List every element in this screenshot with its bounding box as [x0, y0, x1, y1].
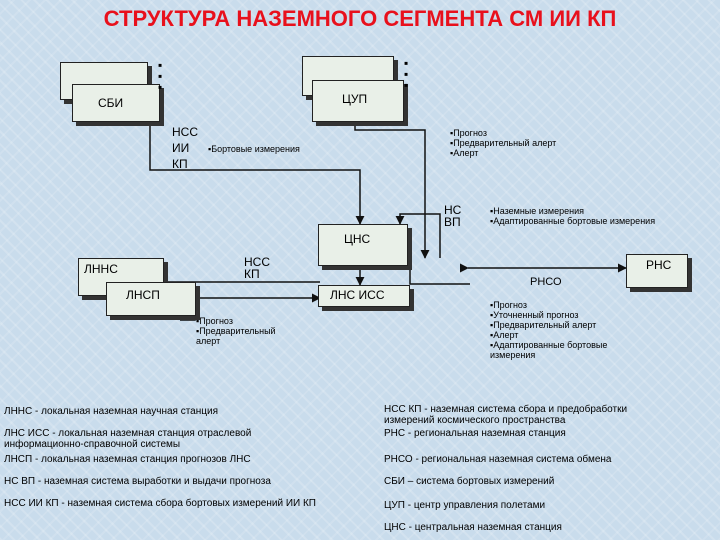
- note-lnsp-output: ▪Прогноз ▪Предварительный алерт: [196, 316, 276, 346]
- legend-item: СБИ – система бортовых измерений: [384, 476, 555, 487]
- box-sbi-front: [72, 84, 160, 122]
- line-nss-iikp-to-tsns: [205, 169, 365, 225]
- legend-item: НСС КП - наземная система сбора и предоб…: [384, 404, 628, 426]
- label-nss-ii-kp: НСС ИИ КП: [172, 125, 198, 171]
- legend-item: ЛНС ИСС - локальная наземная станция отр…: [4, 428, 252, 450]
- note-line: ▪Адаптированные бортовые измерения: [490, 216, 656, 226]
- ellipsis-dots-sbi: ▪▪▪: [158, 58, 163, 94]
- note-nsvp-input: ▪Наземные измерения ▪Адаптированные борт…: [490, 206, 655, 226]
- line-rns-down: [409, 265, 470, 285]
- line-nsvp-to-tsns: [395, 213, 441, 258]
- note-line: ▪Алерт: [450, 148, 479, 158]
- box-tsns: [318, 224, 408, 266]
- legend-item: РНСО - региональная наземная система обм…: [384, 454, 612, 465]
- note-line: измерения: [490, 350, 536, 360]
- label-lnns: ЛННС: [84, 262, 118, 276]
- legend-item: НС ВП - наземная система выработки и выд…: [4, 476, 271, 487]
- note-line: ▪Бортовые измерения: [208, 144, 300, 154]
- box-tsup-front: [312, 80, 404, 122]
- box-rns: [626, 254, 688, 288]
- label-tsns: ЦНС: [344, 232, 371, 246]
- note-line: ▪Алерт: [490, 330, 519, 340]
- ellipsis-dots-tsup: ▪▪▪: [404, 56, 409, 92]
- note-line: ▪Адаптированные бортовые: [490, 340, 608, 350]
- note-line: ▪Наземные измерения: [490, 206, 584, 216]
- note-line: ▪Предварительный алерт: [490, 320, 597, 330]
- label-rnso: РНСО: [530, 276, 562, 288]
- legend-item: ЦУП - центр управления полетами: [384, 500, 546, 511]
- label-lnsp: ЛНСП: [126, 288, 160, 302]
- label-sbi: СБИ: [98, 96, 124, 110]
- note-line: ▪Предварительный: [196, 326, 276, 336]
- line-sbi-down: [149, 110, 205, 171]
- note-rns-output: ▪Прогноз ▪Уточненный прогноз ▪Предварите…: [490, 300, 607, 360]
- label-ns-vp: НС ВП: [444, 203, 462, 229]
- note-line: алерт: [196, 336, 221, 346]
- box-lns-iss: [318, 285, 410, 307]
- note-board-measurements: ▪Бортовые измерения: [208, 144, 300, 154]
- line-tsup-to-nsvp: [354, 122, 430, 259]
- note-tsup-output: ▪Прогноз ▪Предварительный алерт ▪Алерт: [450, 128, 556, 158]
- note-line: ▪Уточненный прогноз: [490, 310, 579, 320]
- note-line: ▪Прогноз: [490, 300, 527, 310]
- label-lns-iss: ЛНС ИСС: [330, 288, 385, 302]
- note-line: ▪Прогноз: [196, 316, 233, 326]
- label-nss-kp: НСС КП: [244, 255, 270, 281]
- label-tsup: ЦУП: [342, 92, 368, 106]
- page-title: СТРУКТУРА НАЗЕМНОГО СЕГМЕНТА СМ ИИ КП: [103, 6, 617, 31]
- label-rns: РНС: [646, 258, 672, 272]
- box-lnsp: [106, 282, 196, 316]
- legend-item: ЦНС - центральная наземная станция: [384, 522, 562, 533]
- legend-item: ЛНСП - локальная наземная станция прогно…: [4, 454, 251, 465]
- legend-item: РНС - региональная наземная станция: [384, 428, 566, 439]
- legend-item: ЛННС - локальная наземная научная станци…: [4, 406, 218, 417]
- legend-item: НСС ИИ КП - наземная система сбора борто…: [4, 498, 316, 509]
- note-line: ▪Предварительный алерт: [450, 138, 557, 148]
- note-line: ▪Прогноз: [450, 128, 487, 138]
